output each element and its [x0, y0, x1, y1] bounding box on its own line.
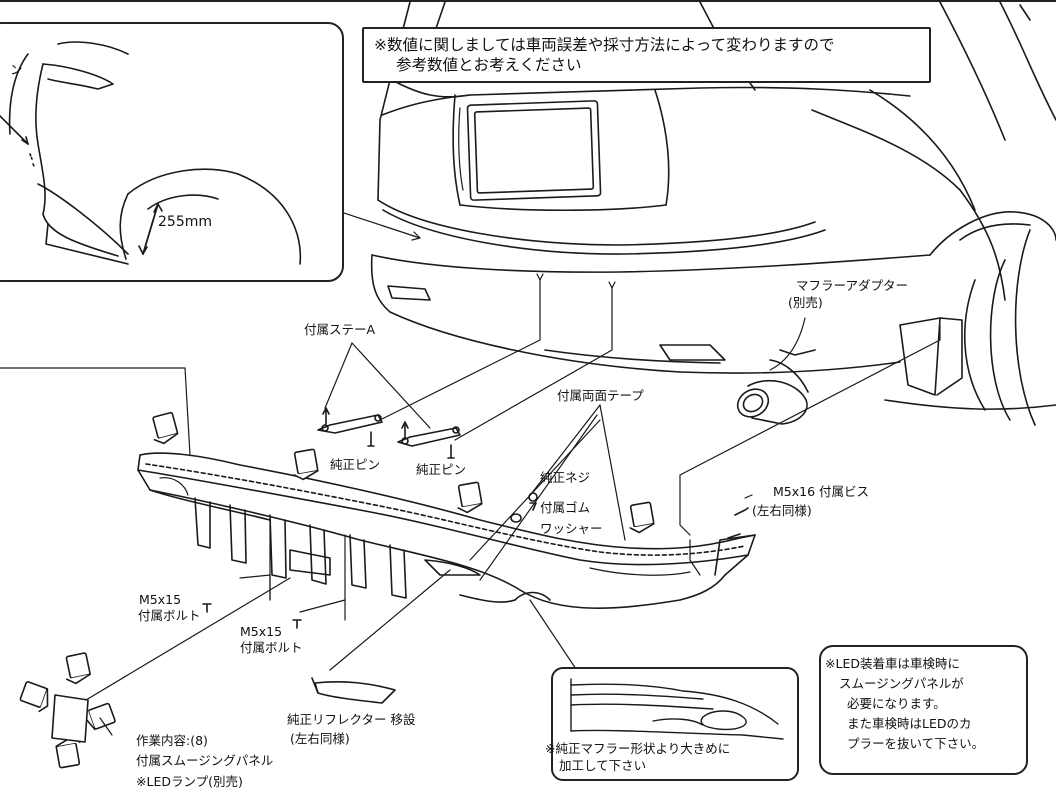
muffler-note-line-1: ※純正マフラー形状より大きめに — [545, 741, 731, 756]
dimension-label: 255mm — [158, 214, 212, 230]
detail-drawing — [0, 41, 302, 265]
label-screw: 純正ネジ — [540, 470, 591, 485]
label-work: 作業内容:(8) — [136, 733, 208, 748]
label-m5x16: M5x16 付属ビス — [773, 484, 870, 499]
top-border — [0, 0, 1056, 2]
muffler-inset: ※純正マフラー形状より大きめに 加工して下さい — [545, 667, 799, 781]
smoothing-panel — [51, 694, 89, 743]
detail-inset: ン 255mm — [0, 22, 344, 282]
led-note-line-1: ※LED装着車は車検時に — [825, 656, 960, 671]
label-m5x16-note: (左右同様) — [752, 503, 812, 518]
label-bolt-a-size: M5x15 — [139, 592, 182, 607]
muffler-note-line-2: 加工して下さい — [559, 758, 647, 773]
label-reflector-note: (左右同様) — [290, 731, 350, 746]
label-pin-right: 純正ピン — [416, 462, 467, 477]
led-note-line-2: スムージングパネルが — [839, 676, 964, 691]
rear-diffuser-part — [137, 452, 756, 609]
notice-line-2: 参考数値とお考えください — [396, 56, 582, 74]
label-muffler-adapter-note: (別売) — [788, 295, 823, 310]
reflector-part — [311, 677, 396, 704]
label-muffler-adapter: マフラーアダプター — [796, 278, 909, 293]
stay-a-brackets — [317, 407, 461, 459]
led-note-line-5: プラーを抜いて下さい。 — [847, 736, 985, 751]
label-bolt-a-name: 付属ボルト — [138, 608, 201, 623]
pin-label-fragment: ン — [10, 62, 23, 77]
label-pin-left: 純正ピン — [330, 457, 381, 472]
led-note-line-4: また車検時はLEDのカ — [847, 716, 972, 731]
led-note-line-3: 必要になります。 — [847, 696, 946, 711]
label-reflector: 純正リフレクター 移設 — [287, 712, 416, 727]
notice-box: ※数値に関しましては車両誤差や採寸方法によって変わりますので 参考数値とお考えく… — [362, 27, 931, 83]
label-bolt-b-name: 付属ボルト — [240, 640, 303, 655]
label-rubber-washer-1: 付属ゴム — [540, 500, 591, 515]
hardware — [202, 492, 749, 629]
label-panel: 付属スムージングパネル — [136, 753, 274, 768]
label-double-tape: 付属両面テープ — [557, 388, 644, 403]
led-lamp-units — [19, 411, 655, 769]
muffler-drawing — [570, 678, 784, 740]
label-bolt-b-size: M5x15 — [240, 624, 283, 639]
label-rubber-washer-2: ワッシャー — [540, 521, 603, 536]
car-rear-illustration — [370, 1, 1056, 426]
label-stay-a: 付属ステーA — [304, 322, 376, 337]
label-led-lamp: ※LEDランプ(別売) — [136, 774, 243, 789]
led-note-box: ※LED装着車は車検時に スムージングパネルが 必要になります。 また車検時はL… — [819, 645, 1028, 775]
notice-line-1: ※数値に関しましては車両誤差や採寸方法によって変わりますので — [374, 36, 835, 54]
